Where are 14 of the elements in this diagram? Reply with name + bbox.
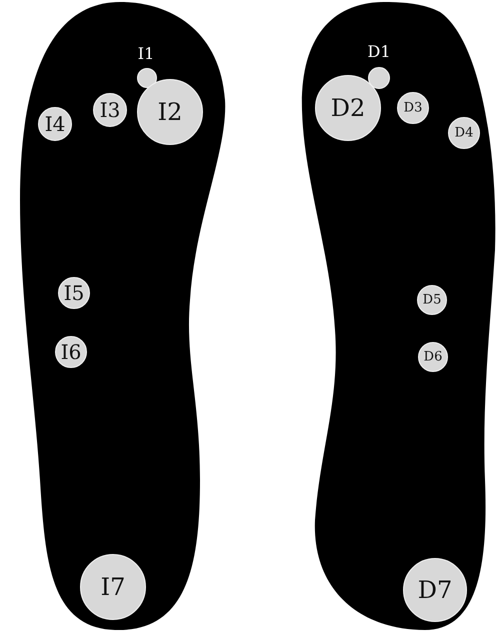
sensor-label: D4 xyxy=(454,126,474,140)
sensor-label: I1 xyxy=(138,46,154,62)
sensor-label: D6 xyxy=(424,350,442,364)
sensor-label: D3 xyxy=(404,102,422,114)
sensor-label: D5 xyxy=(422,294,442,306)
sensor-label: I4 xyxy=(44,114,66,134)
sensor-label: I6 xyxy=(60,342,82,362)
sensor-label: I7 xyxy=(100,575,126,599)
sensor-label: D1 xyxy=(368,44,390,60)
sensor-label: D7 xyxy=(418,578,452,602)
sensor-label: I3 xyxy=(100,100,120,120)
sensor-label: I2 xyxy=(158,100,182,124)
sensor-label: I5 xyxy=(64,283,84,303)
sensor-label: D2 xyxy=(330,96,366,120)
